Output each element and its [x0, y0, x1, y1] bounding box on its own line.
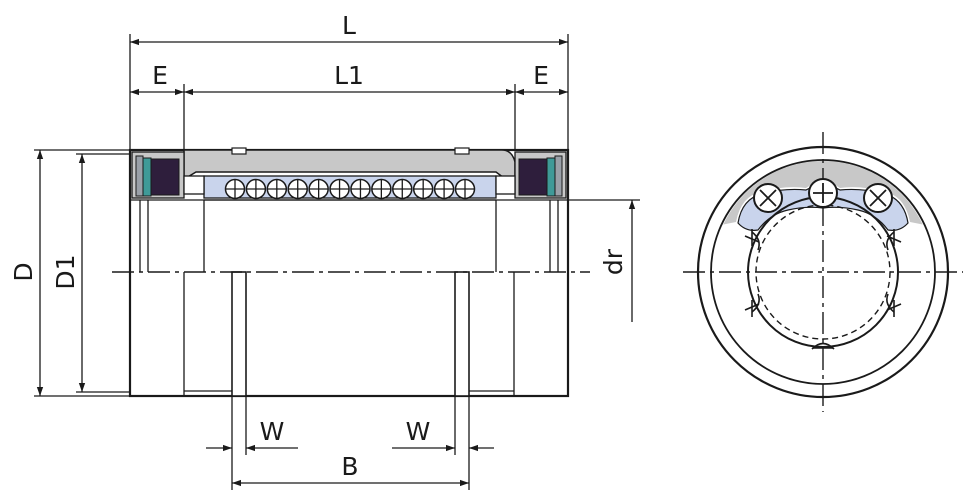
side-ball [266, 178, 288, 200]
end-view [683, 132, 963, 412]
side-ball [350, 178, 371, 200]
left-seal-plate [135, 155, 144, 197]
label-W-right: W [406, 417, 431, 446]
label-W-left: W [260, 417, 285, 446]
label-E-left: E [152, 61, 168, 90]
end-ball [863, 183, 893, 213]
housing-notch [231, 147, 247, 155]
end-track-marks [744, 229, 902, 350]
label-D: D [9, 262, 38, 281]
right-retainer [495, 175, 516, 195]
side-ball [308, 178, 329, 200]
side-view [112, 147, 590, 398]
left-seal-rubber [150, 158, 180, 196]
groove-left [231, 271, 247, 397]
label-L: L [342, 11, 356, 40]
side-ball [224, 178, 246, 200]
side-ball [287, 178, 308, 200]
groove-right [454, 271, 470, 397]
side-ball [433, 178, 455, 200]
end-housing-crescent [723, 160, 923, 225]
label-E-right: E [533, 61, 549, 90]
side-ball-row [224, 178, 476, 200]
side-ball [245, 178, 267, 200]
end-ball [808, 178, 838, 208]
left-retainer [183, 175, 205, 195]
label-B: B [341, 452, 358, 481]
right-seal-plate [554, 155, 563, 197]
dimensions: L E L1 E D D1 dr W W B [9, 11, 640, 490]
side-ball [412, 178, 434, 200]
housing-notch [454, 147, 470, 155]
housing-top-band [183, 149, 516, 179]
right-seal-ring [546, 157, 556, 197]
end-ball [753, 183, 783, 213]
side-ball [329, 178, 350, 200]
side-ball [371, 178, 392, 200]
label-L1: L1 [334, 61, 364, 90]
right-seal-rubber [518, 158, 548, 196]
label-dr: dr [599, 248, 628, 275]
side-ball [392, 178, 413, 200]
side-ball [454, 178, 476, 200]
left-seal-ring [142, 157, 152, 197]
label-D1: D1 [51, 254, 80, 289]
